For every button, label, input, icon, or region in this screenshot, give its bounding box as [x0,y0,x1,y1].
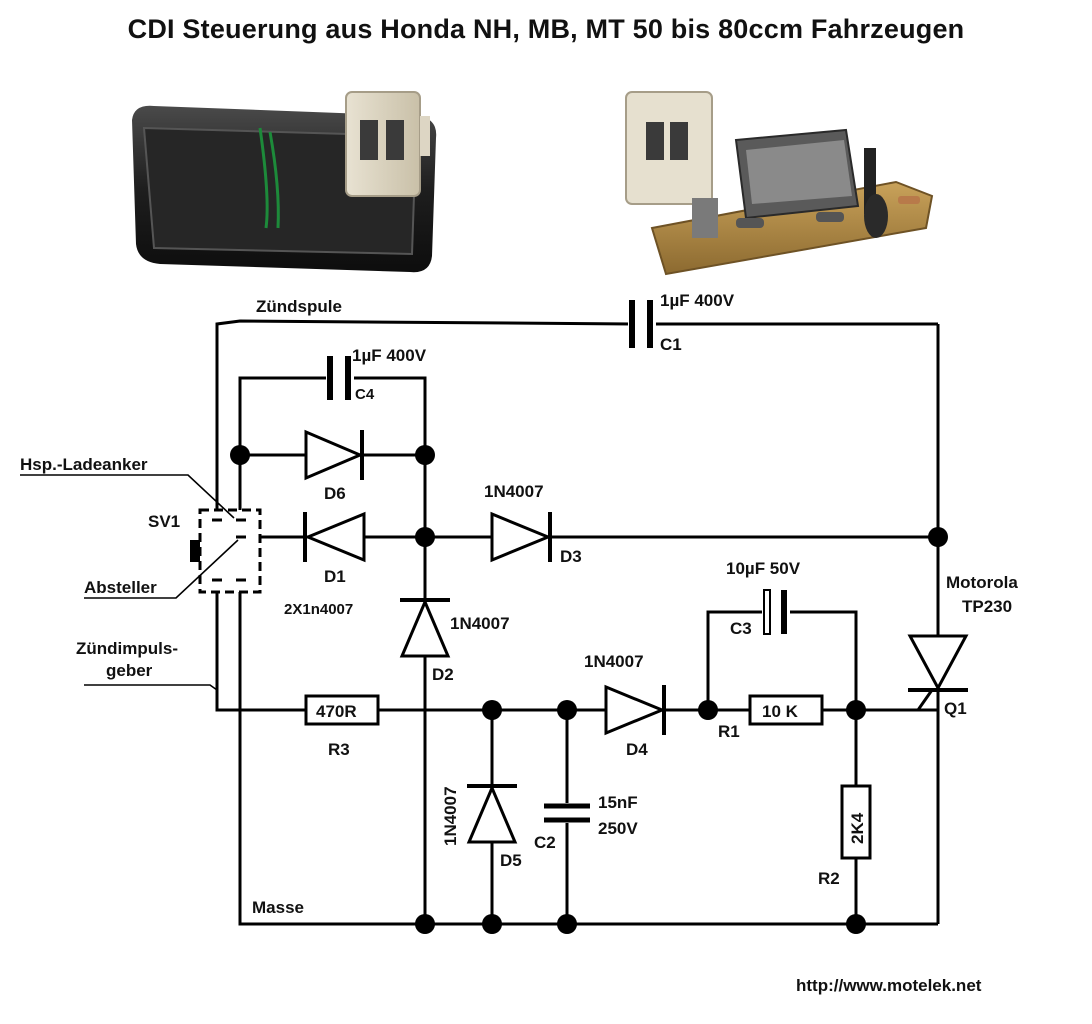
label-c4-value: 1µF 400V [352,346,427,365]
label-d4-value: 1N4007 [584,652,644,671]
label-c1-name: C1 [660,335,682,354]
label-r3-name: R3 [328,740,350,759]
label-zuendimpuls-line2: geber [106,661,153,680]
label-r1-name: R1 [718,722,740,741]
resistor-r1 [748,694,824,726]
label-d1-name: D1 [324,567,346,586]
label-sv1: SV1 [148,512,180,531]
label-c3-value: 10µF 50V [726,559,801,578]
label-d2-value: 1N4007 [450,614,510,633]
label-d5-name: D5 [500,851,522,870]
diode-d5 [466,784,518,844]
label-d3-name: D3 [560,547,582,566]
label-c2-value2: 250V [598,819,638,838]
capacitor-c2 [542,803,592,823]
resistor-r2 [840,784,872,860]
label-masse: Masse [252,898,304,917]
label-d1-note: 2X1n4007 [284,601,353,618]
label-r3-value: 470R [316,702,357,721]
label-zuendimpuls-line1: Zündimpuls- [76,639,178,658]
capacitor-c4 [326,356,354,400]
capacitor-c3 [762,588,790,636]
label-r2-value: 2K4 [848,812,867,844]
cdi-housing-photo [132,91,437,273]
label-hsp-ladeanker: Hsp.-Ladeanker [20,455,148,474]
label-d5-value: 1N4007 [441,786,460,846]
label-c1-value: 1µF 400V [660,291,735,310]
website-url[interactable]: http://www.motelek.net [796,976,982,995]
resistor-r3 [304,694,380,726]
diode-d3 [490,511,552,563]
diode-d4 [604,684,666,736]
label-leader-lines [20,474,239,691]
label-c4-name: C4 [355,386,375,403]
label-d6-name: D6 [324,484,346,503]
label-r2-name: R2 [818,869,840,888]
thyristor-q1 [856,634,969,712]
diode-d6 [304,429,364,481]
label-q1-name: Q1 [944,699,967,718]
junction-dots [230,445,948,934]
page-title: CDI Steuerung aus Honda NH, MB, MT 50 bi… [127,14,965,44]
label-tp230: TP230 [962,597,1012,616]
label-c2-name: C2 [534,833,556,852]
label-d2-name: D2 [432,665,454,684]
diode-d1 [303,511,366,563]
label-zuendspule: Zündspule [256,297,342,316]
label-motorola: Motorola [946,573,1018,592]
label-r1-value: 10 K [762,702,799,721]
label-absteller: Absteller [84,578,157,597]
label-d4-name: D4 [626,740,648,759]
capacitor-c1 [628,300,656,348]
cdi-board-photo [625,91,934,276]
label-d3-value: 1N4007 [484,482,544,501]
diode-d2 [399,598,451,658]
label-c2-value1: 15nF [598,793,638,812]
wire-network [215,319,940,926]
label-c3-name: C3 [730,619,752,638]
connector-sv1 [190,508,305,594]
